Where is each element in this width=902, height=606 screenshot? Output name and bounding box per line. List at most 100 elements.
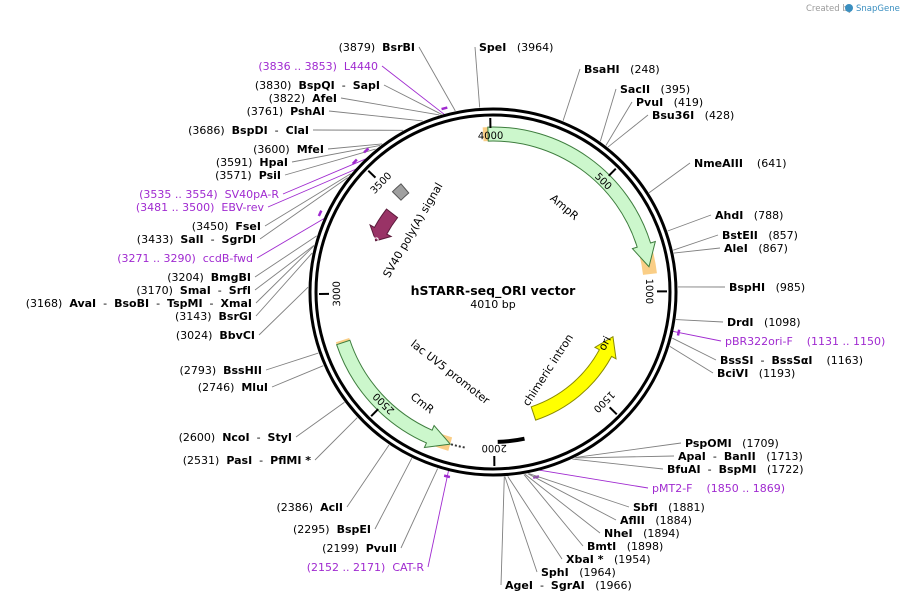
label-part: SacII (620, 83, 650, 96)
primer-label-catr[interactable]: (2152 .. 2171) CAT-R (307, 561, 425, 574)
site-label-agei[interactable]: AgeI - SgrAI (1966) (505, 579, 632, 592)
site-label-pvuii[interactable]: (2199) PvuII (322, 542, 397, 555)
site-label-sacii[interactable]: SacII (395) (620, 83, 690, 96)
snapgene-credit: Created by SnapGene (806, 4, 900, 14)
site-label-pvui[interactable]: PvuI (419) (636, 96, 703, 109)
label-part: DrdI (727, 316, 754, 329)
site-label-avai[interactable]: (3168) AvaI - BsoBI - TspMI - XmaI (26, 297, 252, 310)
site-label-aflii[interactable]: AflII (1884) (620, 514, 692, 527)
site-label-sali[interactable]: (3433) SalI - SgrDI (137, 233, 256, 246)
leader-line (256, 216, 328, 259)
site-label-pasi[interactable]: (2531) PasI - PflMI * (183, 454, 311, 467)
leader-line (574, 455, 675, 459)
site-label-nmeaiii[interactable]: NmeAIII (641) (694, 157, 787, 170)
label-part: (1098) (754, 316, 801, 329)
leader-line (500, 476, 505, 586)
site-label-bsrbi[interactable]: (3879) BsrBI (339, 41, 415, 54)
label-part: (1966) (585, 579, 632, 592)
label-part: (857) (758, 229, 798, 242)
site-label-pshai[interactable]: (3761) PshAI (247, 105, 325, 118)
leader-line (474, 46, 481, 108)
site-label-sbfi[interactable]: SbfI (1881) (633, 501, 705, 514)
label-part: StyI (268, 431, 292, 444)
site-label-bsrgi[interactable]: (3143) BsrGI (175, 310, 252, 323)
site-label-pspomi[interactable]: PspOMI (1709) (685, 437, 779, 450)
tick-mark (608, 406, 618, 416)
label-part: PsiI (259, 169, 281, 182)
site-label-xbai[interactable]: XbaI * (1954) (566, 553, 651, 566)
site-label-mfei[interactable]: (3600) MfeI (253, 143, 324, 156)
label-part: (3822) (269, 92, 313, 105)
label-part: BsrGI (219, 310, 252, 323)
primer-label-ccdbfwd[interactable]: (3271 .. 3290) ccdB-fwd (117, 252, 253, 265)
site-label-psii[interactable]: (3571) PsiI (215, 169, 281, 182)
site-label-bmgbi[interactable]: (3204) BmgBI (167, 271, 251, 284)
leader-line (255, 252, 313, 317)
site-label-nhei[interactable]: NheI (1894) (604, 527, 680, 540)
label-part: (3481 .. 3500) EBV-rev (136, 201, 265, 214)
site-label-smai[interactable]: (3170) SmaI - SrfI (136, 284, 251, 297)
label-part: (395) (650, 83, 690, 96)
leader-line (528, 473, 630, 508)
ccdb-arrow (369, 208, 399, 242)
site-label-hpai[interactable]: (3591) HpaI (216, 156, 288, 169)
site-labels: (3879) BsrBI SpeI (3964) (3836 .. 3853) L4… (26, 41, 886, 592)
leader-line (534, 468, 649, 489)
site-label-fsei[interactable]: (3450) FseI (192, 220, 261, 233)
site-label-bsssi[interactable]: BssSI - BssSαI (1163) (720, 354, 863, 367)
site-label-bsphi[interactable]: BspHI (985) (729, 281, 805, 294)
site-label-bspdi[interactable]: (3686) BspDI - ClaI (188, 124, 309, 137)
site-label-apai[interactable]: ApaI - BanII (1713) (678, 450, 803, 463)
site-label-acli[interactable]: (2386) AclI (277, 501, 343, 514)
site-label-bsaHI[interactable]: BsaHI (248) (584, 63, 660, 76)
label-part: - (252, 454, 270, 467)
label-part: (3600) (253, 143, 297, 156)
site-label-bbvci[interactable]: (3024) BbvCI (176, 329, 255, 342)
site-label-bsu36i[interactable]: Bsu36I (428) (652, 109, 734, 122)
leader-line (374, 458, 413, 530)
site-label-bspqi[interactable]: (3830) BspQI - SapI (255, 79, 380, 92)
primer-label-ebvrev[interactable]: (3481 .. 3500) EBV-rev (136, 201, 265, 214)
site-label-alei[interactable]: AleI (867) (724, 242, 788, 255)
leader-line (327, 143, 383, 150)
label-part: AflII (620, 514, 645, 527)
primer-label-pmt2f[interactable]: pMT2-F (1850 .. 1869) (652, 482, 785, 495)
tick-mark (367, 169, 377, 179)
site-label-ncoi[interactable]: (2600) NcoI - StyI (179, 431, 292, 444)
feature-label-cmr: CmR (408, 390, 437, 416)
leader-line (383, 84, 442, 115)
leader-line (524, 473, 601, 534)
label-part: BspDI (232, 124, 268, 137)
label-part: (419) (663, 96, 703, 109)
site-label-drdi[interactable]: DrdI (1098) (727, 316, 801, 329)
label-part: SgrAI (551, 579, 585, 592)
label-part: SgrDI (222, 233, 256, 246)
primer-mark (441, 106, 448, 111)
tick-mark (608, 168, 617, 177)
site-label-bssHII[interactable]: (2793) BssHII (180, 364, 262, 377)
primer-label-sv40pa[interactable]: (3535 .. 3554) SV40pA-R (139, 188, 279, 201)
credit-text: Created by (806, 4, 853, 14)
primer-label-pbr322[interactable]: pBR322ori-F (1131 .. 1150) (725, 335, 885, 348)
feature-label-ccdb: ccdB (361, 234, 382, 263)
site-label-bsteii[interactable]: BstEII (857) (722, 229, 798, 242)
site-label-bcivi[interactable]: BciVI (1193) (717, 367, 795, 380)
label-part: (3761) (247, 105, 291, 118)
site-label-sphi[interactable]: SphI (1964) (541, 566, 616, 579)
leader-line (291, 145, 381, 163)
label-part: BspHI (729, 281, 765, 294)
site-label-mlui[interactable]: (2746) MluI (198, 381, 268, 394)
leader-line (282, 155, 372, 195)
site-label-spei[interactable]: SpeI (3964) (479, 41, 553, 54)
site-label-bspei[interactable]: (2295) BspEI (293, 523, 371, 536)
leader-line (314, 417, 358, 461)
label-part: BssHII (223, 364, 262, 377)
primer-label-l4440[interactable]: (3836 .. 3853) L4440 (258, 60, 378, 73)
site-label-bfuai[interactable]: BfuAI - BspMI (1722) (667, 463, 804, 476)
site-label-bmti[interactable]: BmtI (1898) (587, 540, 663, 553)
site-label-ahdi[interactable]: AhdI (788) (715, 209, 783, 222)
site-label-afei[interactable]: (3822) AfeI (269, 92, 337, 105)
label-part: AhdI (715, 209, 743, 222)
